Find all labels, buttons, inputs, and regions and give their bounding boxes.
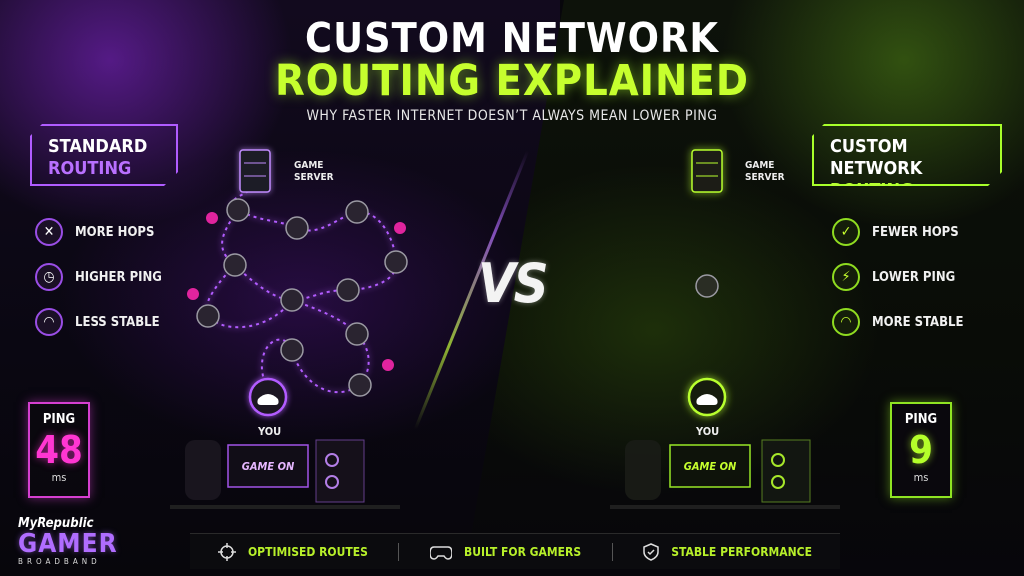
feature-label: MORE HOPS — [75, 224, 155, 240]
router-node — [223, 253, 247, 277]
feature-fewer-hops: ✓ FEWER HOPS — [832, 216, 959, 248]
logo-sub: BROADBAND — [18, 557, 101, 566]
ping-value: 48 — [35, 428, 83, 472]
warning-icon — [394, 222, 406, 234]
router-node — [196, 304, 220, 328]
router-node — [285, 216, 309, 240]
bottom-item-label: OPTIMISED ROUTES — [248, 544, 368, 559]
ping-box-custom: PING 9 ms — [890, 402, 952, 498]
myrepublic-gamer-logo: MyRepublic GAMER BROADBAND — [18, 516, 138, 572]
gaming-setup-left — [170, 439, 400, 509]
server-icon — [691, 149, 723, 193]
feature-lower-ping: ⚡ LOWER PING — [832, 261, 955, 293]
feature-more-hops: ✕ MORE HOPS — [35, 216, 154, 248]
feature-more-stable: ◠ MORE STABLE — [832, 306, 963, 338]
router-node — [348, 373, 372, 397]
router-node — [336, 278, 360, 302]
panel-title-line2: ROUTING — [48, 158, 132, 179]
monitor-text: GAME ON — [683, 460, 737, 473]
ping-unit: ms — [913, 471, 929, 484]
router-node — [345, 322, 369, 346]
server-icon — [239, 149, 271, 193]
page-title-line1: CUSTOM NETWORK — [305, 14, 719, 62]
standard-route-path — [205, 187, 398, 394]
feature-bar: OPTIMISED ROUTES BUILT FOR GAMERS STABLE… — [190, 533, 840, 569]
page-title-line2: ROUTING EXPLAINED — [275, 56, 749, 106]
crosshair-icon — [218, 542, 236, 561]
router-node — [384, 250, 408, 274]
router-node — [280, 288, 304, 312]
feature-less-stable: ◠ LESS STABLE — [35, 306, 160, 338]
panel-title-line1: CUSTOM NETWORK — [830, 136, 923, 179]
wifi-icon: ◠ — [35, 308, 63, 336]
router-node — [345, 200, 369, 224]
wifi-icon: ◠ — [832, 308, 860, 336]
bottom-item-label: BUILT FOR GAMERS — [464, 544, 582, 559]
lightning-icon: ⚡ — [832, 263, 860, 291]
check-icon: ✓ — [832, 218, 860, 246]
you-label: YOU — [258, 425, 282, 438]
bottom-item-optimised-routes: OPTIMISED ROUTES — [218, 542, 368, 561]
logo-brand: MyRepublic — [18, 516, 94, 531]
shield-icon — [643, 542, 660, 561]
bottom-item-stable-performance: STABLE PERFORMANCE — [643, 542, 812, 561]
router-node — [695, 274, 719, 298]
feature-higher-ping: ◷ HIGHER PING — [35, 261, 162, 293]
you-label: YOU — [696, 425, 720, 438]
feature-label: MORE STABLE — [872, 314, 964, 330]
timer-icon: ◷ — [35, 263, 63, 291]
monitor-text: GAME ON — [241, 460, 295, 473]
ping-unit: ms — [51, 471, 67, 484]
gamepad-icon — [430, 545, 453, 560]
feature-label: LESS STABLE — [75, 314, 160, 330]
panel-title-line1: STANDARD — [48, 136, 148, 157]
gaming-setup-right — [610, 439, 840, 509]
separator — [398, 542, 400, 561]
page-subtitle: WHY FASTER INTERNET DOESN’T ALWAYS MEAN … — [306, 108, 718, 124]
ping-value: 9 — [909, 428, 933, 472]
standard-routing-title: STANDARD ROUTING — [30, 124, 178, 186]
warning-icon — [187, 288, 199, 300]
bottom-item-label: STABLE PERFORMANCE — [671, 544, 812, 559]
custom-routing-title: CUSTOM NETWORK ROUTING — [812, 124, 1002, 186]
feature-label: LOWER PING — [872, 269, 956, 285]
separator — [611, 542, 613, 561]
feature-label: FEWER HOPS — [872, 224, 959, 240]
ping-box-standard: PING 48 ms — [28, 402, 90, 498]
feature-label: HIGHER PING — [75, 269, 162, 285]
vs-label: VS — [478, 252, 549, 315]
warning-icon — [206, 212, 218, 224]
bottom-item-built-for-gamers: BUILT FOR GAMERS — [430, 544, 581, 560]
router-node — [280, 338, 304, 362]
ping-label: PING — [904, 412, 938, 427]
x-icon: ✕ — [35, 218, 63, 246]
ping-label: PING — [42, 412, 76, 427]
logo-name: GAMER — [18, 529, 118, 559]
router-node — [226, 198, 250, 222]
warning-icon — [382, 359, 394, 371]
